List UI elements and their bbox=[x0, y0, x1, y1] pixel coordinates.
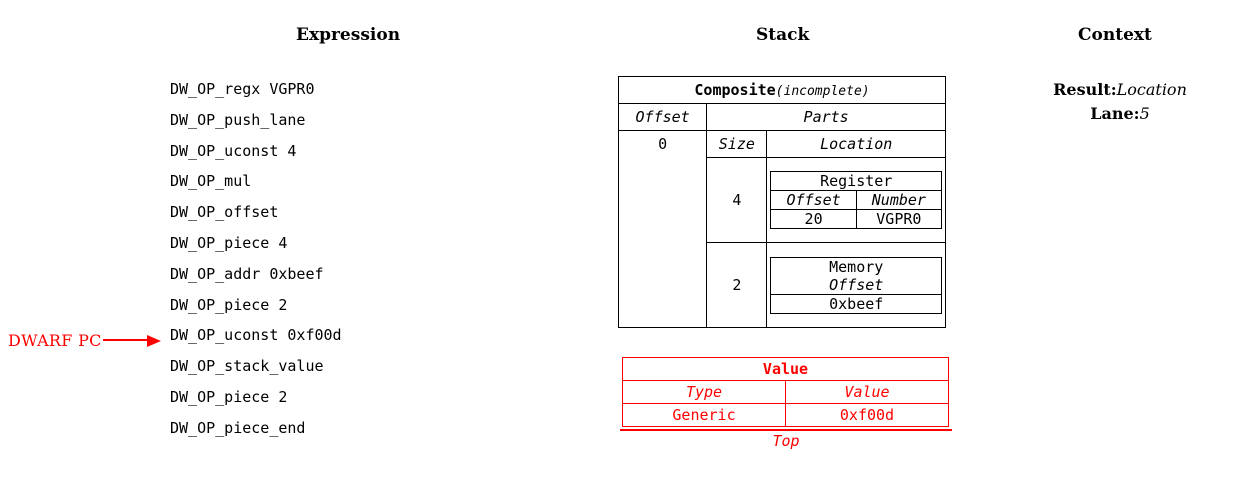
table-row: Value bbox=[622, 357, 949, 381]
context-lane-key: Lane: bbox=[1090, 104, 1140, 123]
offset-value-cell: 0 bbox=[617, 130, 708, 328]
register-offset-value: 20 bbox=[770, 209, 857, 229]
memory-title: Memory bbox=[770, 256, 942, 276]
part-location-1: Memory Offset 0xbeef bbox=[766, 242, 946, 328]
dwarf-pc-label: DWARF PC bbox=[8, 330, 102, 350]
value-type-cell: Generic bbox=[622, 403, 786, 427]
list-item: DW_OP_piece 4 bbox=[170, 233, 288, 252]
part-size-0: 4 bbox=[706, 157, 768, 243]
table-row: Generic 0xf00d bbox=[622, 403, 949, 427]
list-item: DW_OP_mul bbox=[170, 172, 252, 191]
memory-column-header-offset: Offset bbox=[770, 275, 942, 295]
value-value-cell: 0xf00d bbox=[785, 403, 949, 427]
memory-offset-value: 0xbeef bbox=[770, 293, 942, 314]
stack-area: Composite(incomplete) Offset Parts 0 Siz… bbox=[617, 76, 952, 328]
list-item: DW_OP_offset bbox=[170, 203, 279, 222]
register-column-header-offset: Offset bbox=[770, 190, 857, 210]
dwarf-pc-marker: DWARF PC bbox=[8, 329, 161, 351]
table-row: Offset Parts bbox=[617, 103, 946, 131]
column-header-offset: Offset bbox=[617, 103, 708, 131]
composite-table: Composite(incomplete) Offset Parts 0 Siz… bbox=[617, 76, 946, 328]
register-sub-table: Register Offset Number 20 VGPR0 bbox=[770, 171, 943, 229]
column-header-location: Location bbox=[766, 130, 946, 158]
table-row: Type Value bbox=[622, 380, 949, 404]
context-result-key: Result: bbox=[1053, 80, 1117, 99]
table-row: 4 Register Offset Number 20 bbox=[619, 157, 946, 243]
context-result-value: Location bbox=[1116, 80, 1187, 99]
table-row: 20 VGPR0 bbox=[770, 209, 943, 229]
register-column-header-number: Number bbox=[855, 190, 943, 210]
part-location-0: Register Offset Number 20 VGPR0 bbox=[766, 157, 946, 243]
context-area: Result:Location Lane:5 bbox=[1010, 78, 1230, 126]
register-title: Register bbox=[770, 171, 942, 191]
arrow-right-icon bbox=[102, 334, 161, 347]
value-column-header-value: Value bbox=[785, 380, 949, 404]
list-item: DW_OP_push_lane bbox=[170, 110, 306, 129]
context-result: Result:Location bbox=[1010, 78, 1230, 102]
list-item: DW_OP_uconst 0xf00d bbox=[170, 326, 342, 345]
list-item: DW_OP_uconst 4 bbox=[170, 141, 297, 160]
list-item: DW_OP_piece 2 bbox=[170, 295, 288, 314]
table-row: 2 Memory Offset 0xbeef bbox=[619, 242, 946, 328]
context-lane: Lane:5 bbox=[1010, 102, 1230, 126]
composite-title-suffix: (incomplete) bbox=[775, 84, 870, 99]
table-row: 0xbeef bbox=[770, 293, 942, 314]
register-number-value: VGPR0 bbox=[855, 209, 943, 229]
list-item: DW_OP_stack_value bbox=[170, 357, 324, 376]
composite-title-cell: Composite(incomplete) bbox=[618, 76, 946, 104]
page-title-stack: Stack bbox=[756, 25, 810, 45]
value-entry-wrap: Value Type Value Generic 0xf00d Top bbox=[620, 357, 952, 451]
table-row: Composite(incomplete) bbox=[618, 76, 946, 104]
memory-sub-table: Memory Offset 0xbeef bbox=[770, 256, 942, 314]
value-table: Value Type Value Generic 0xf00d bbox=[622, 357, 949, 427]
column-header-parts: Parts bbox=[706, 103, 946, 131]
part-size-1: 2 bbox=[706, 242, 768, 328]
expression-list: DW_OP_regx VGPR0 DW_OP_push_lane DW_OP_u… bbox=[170, 74, 450, 444]
context-lane-value: 5 bbox=[1139, 104, 1150, 123]
list-item: DW_OP_addr 0xbeef bbox=[170, 264, 324, 283]
page-title-context: Context bbox=[1078, 25, 1152, 45]
list-item: DW_OP_piece 2 bbox=[170, 387, 288, 406]
value-column-header-type: Type bbox=[622, 380, 786, 404]
page-title-expression: Expression bbox=[296, 25, 401, 45]
list-item: DW_OP_piece_end bbox=[170, 418, 306, 437]
table-row: Register bbox=[770, 171, 942, 191]
stack-top-divider bbox=[620, 429, 952, 431]
table-row: 0 Size Location bbox=[617, 130, 946, 328]
table-row: Offset bbox=[770, 275, 942, 295]
column-header-size: Size bbox=[706, 130, 768, 158]
table-row: Memory bbox=[770, 256, 942, 276]
stack-top-label: Top bbox=[772, 432, 800, 450]
list-item: DW_OP_regx VGPR0 bbox=[170, 80, 315, 98]
composite-title: Composite bbox=[694, 81, 776, 99]
table-row: Offset Number bbox=[770, 190, 943, 210]
value-title: Value bbox=[622, 357, 949, 381]
